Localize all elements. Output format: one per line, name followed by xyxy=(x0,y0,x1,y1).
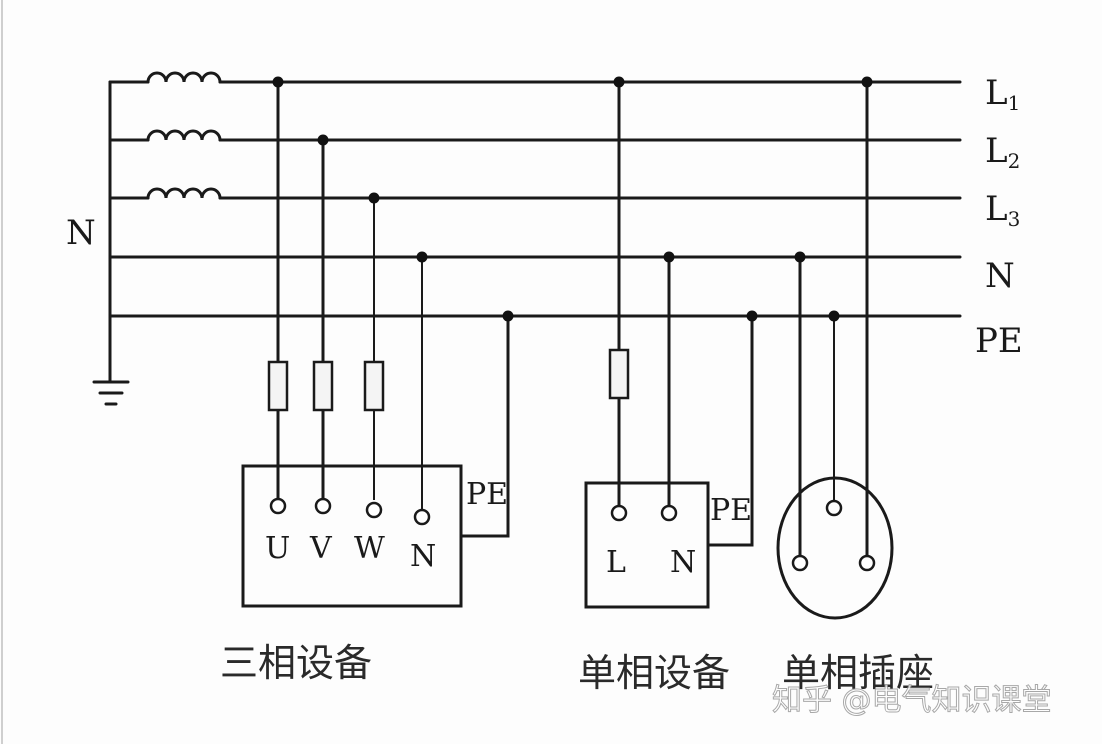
caption-socket: 单相插座 xyxy=(782,651,934,695)
terminal-label-v: V xyxy=(309,531,333,566)
source-neutral-label: N xyxy=(66,213,96,253)
pe-wire-1ph xyxy=(706,314,754,547)
terminal-n-1ph xyxy=(660,504,678,522)
socket-terminal-l xyxy=(858,554,876,572)
terminal-label-n-3ph: N xyxy=(410,539,436,574)
transformer-coil-l2 xyxy=(146,129,222,142)
junction-v xyxy=(317,134,329,146)
fuse-u xyxy=(267,360,289,412)
socket-terminal-n xyxy=(791,554,809,572)
junction-u xyxy=(272,76,284,88)
terminal-l-1ph xyxy=(610,504,628,522)
junction-socket-n xyxy=(794,251,806,263)
pe-wire-3ph xyxy=(459,314,510,538)
label-n: N xyxy=(985,256,1015,296)
terminal-label-u: U xyxy=(265,531,290,566)
junction-pe-1ph xyxy=(746,310,758,322)
junction-n-1ph xyxy=(663,251,675,263)
fuse-v xyxy=(312,360,334,412)
earth-symbol xyxy=(92,380,130,406)
terminal-label-l-1ph: L xyxy=(606,545,626,580)
fuse-w xyxy=(363,360,385,412)
terminal-label-n-1ph: N xyxy=(670,545,696,580)
label-l3: L3 xyxy=(985,189,1020,231)
transformer-coil-l3 xyxy=(146,187,222,200)
junction-l-1ph xyxy=(613,76,625,88)
pe-label-1ph: PE xyxy=(710,493,752,528)
label-l2: L2 xyxy=(985,131,1020,173)
terminal-w xyxy=(365,501,383,519)
label-pe: PE xyxy=(975,321,1023,361)
fuse-l-1ph xyxy=(608,348,630,400)
caption-three-phase: 三相设备 xyxy=(220,641,372,685)
watermark-text: 知乎 @电气知识课堂 xyxy=(772,683,1052,718)
junction-socket-pe xyxy=(828,310,840,322)
caption-single-phase: 单相设备 xyxy=(578,651,730,695)
terminal-n-3ph xyxy=(413,508,431,526)
socket-terminal-pe xyxy=(825,499,843,517)
junction-w xyxy=(368,192,380,204)
junction-pe-3ph xyxy=(502,310,514,322)
pe-label-3ph: PE xyxy=(466,477,508,512)
terminal-u xyxy=(269,497,287,515)
junction-socket-l xyxy=(861,76,873,88)
junction-n-3ph xyxy=(416,251,428,263)
terminal-label-w: W xyxy=(354,531,385,566)
label-l1: L1 xyxy=(985,73,1020,115)
transformer-coil-l1 xyxy=(146,71,222,84)
terminal-v xyxy=(314,497,332,515)
